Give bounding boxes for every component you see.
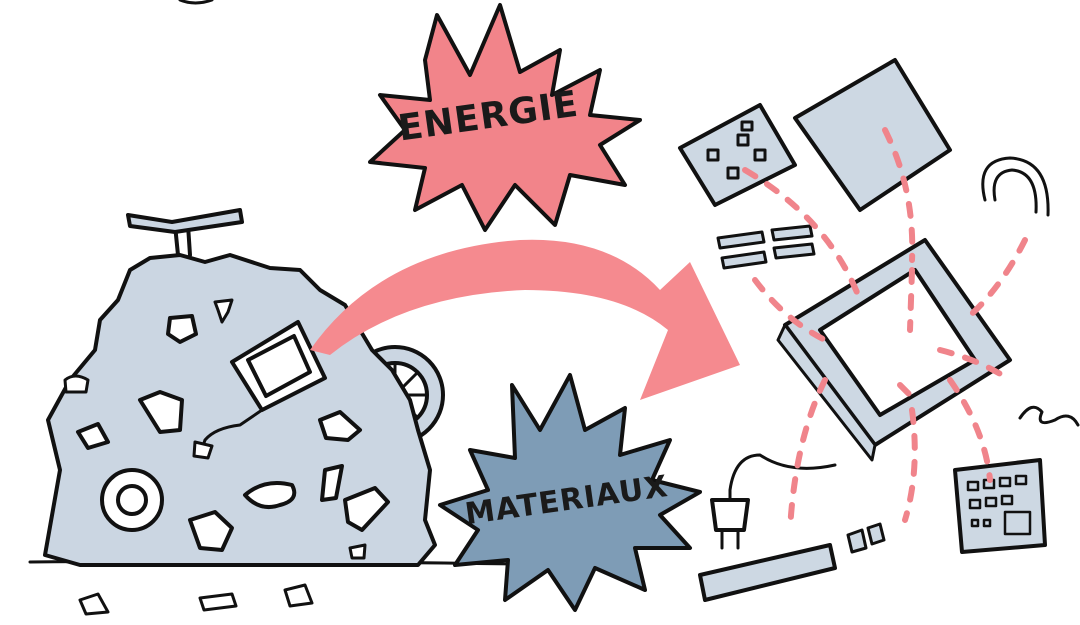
scribble-mark [178,0,214,5]
materials-burst-icon: MATERIAUX [438,373,702,612]
trash-heap-icon [43,208,445,616]
curved-arrow-icon [310,239,740,400]
old-monitor-icon [192,320,327,460]
exploded-view-dashes [742,127,1028,533]
power-plug-icon [710,498,750,550]
keypad-icon [953,458,1047,554]
exploded-monitor-icon [678,58,1080,602]
circuit-board-icon [678,103,797,207]
energy-burst-icon: ENERGIE [368,3,642,232]
